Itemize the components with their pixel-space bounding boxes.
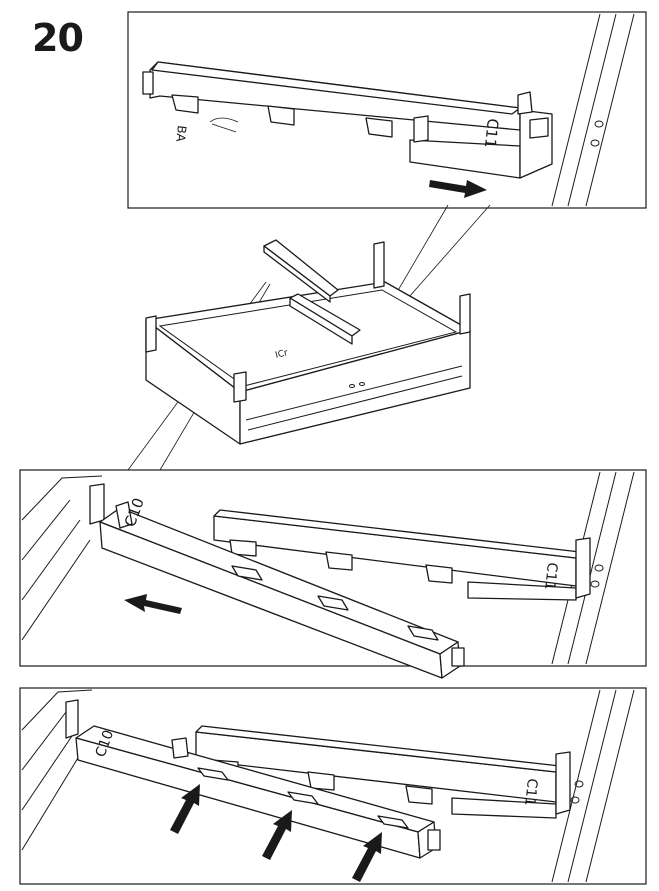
peg-hole: [590, 580, 600, 588]
peg-hole: [574, 780, 584, 788]
loose-rail: [263, 239, 339, 297]
step-number: 20: [32, 16, 84, 60]
hole: [359, 382, 365, 386]
corner-post: [145, 315, 157, 353]
left-wall: [21, 475, 103, 641]
corner-post: [459, 293, 471, 335]
base-center-mark: ICr: [274, 348, 289, 361]
detail-panel-middle: C11 C10: [19, 469, 647, 679]
push-arrow-up-icon: [170, 784, 200, 834]
detail-panel-bottom: C11 C10: [19, 687, 647, 885]
frame-front-right: [239, 329, 471, 445]
push-arrow-up-icon: [352, 832, 382, 882]
hole: [349, 384, 355, 388]
rail-c11: C11: [213, 509, 591, 601]
peg-hole: [570, 796, 580, 804]
base-mark-outline: [209, 117, 239, 133]
rail-c11: C11: [195, 725, 571, 819]
peg-hole: [594, 564, 604, 572]
rail-c10: C10: [75, 725, 441, 859]
left-wall: [21, 689, 93, 851]
peg-hole: [590, 139, 600, 147]
left-post: [89, 483, 105, 525]
left-post: [65, 699, 79, 739]
corner-post: [233, 371, 247, 403]
push-arrow-up-icon: [262, 810, 292, 860]
rail-code-label: C11: [541, 562, 560, 591]
corner-post: [373, 241, 385, 289]
overview-assembly: ICr: [145, 239, 471, 445]
detail-panel-top: C11 BA: [127, 11, 647, 209]
rail-code-label: C11: [481, 118, 502, 149]
base-mark: BA: [173, 125, 189, 144]
side-wall: [551, 13, 635, 207]
push-arrow-left-icon: [124, 594, 182, 614]
rail-c10: C10: [99, 495, 465, 679]
installed-rail-side: [289, 297, 353, 345]
rail-c11: C11: [142, 61, 553, 179]
rail-code-label: C11: [521, 778, 540, 807]
push-arrow-right-icon: [429, 180, 487, 198]
frame-lip: [245, 365, 463, 431]
loose-rail-side: [263, 245, 331, 303]
peg-hole: [594, 120, 604, 128]
